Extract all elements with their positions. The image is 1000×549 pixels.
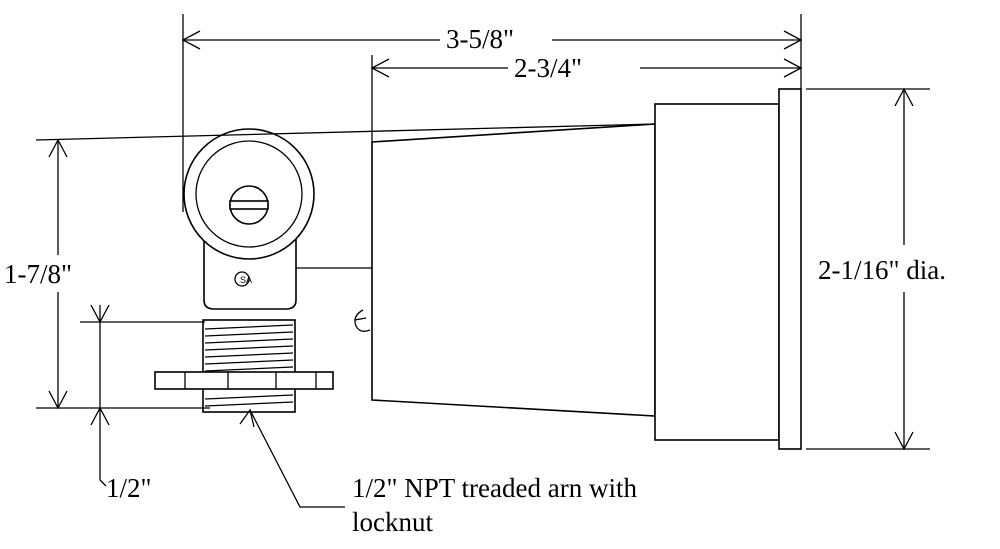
- diameter-label: 2-1/16" dia.: [818, 255, 946, 285]
- arrow-left: [181, 30, 201, 50]
- side-screw: [354, 309, 371, 332]
- housing-body: [371, 123, 656, 417]
- thread-line: [204, 345, 294, 351]
- thread-line: [204, 394, 294, 400]
- arrow-body-right: [783, 58, 803, 78]
- side-screw-slot: [354, 317, 367, 321]
- overall-length-label: 3-5/8": [446, 24, 514, 54]
- arrow-height-bottom: [48, 390, 68, 410]
- dim-overall-length: 3-5/8": [181, 14, 803, 212]
- thread-line: [204, 359, 294, 365]
- thread-line: [204, 352, 294, 358]
- thread-length-label: 1/2": [106, 473, 152, 503]
- thread-line: [204, 324, 294, 330]
- arrow-thread-bottom: [90, 406, 110, 426]
- arrow-dia-bottom: [894, 431, 914, 451]
- callout-line-2: locknut: [352, 507, 433, 537]
- callout: 1/2" NPT treaded arn with locknut: [239, 408, 637, 537]
- thread-line: [204, 331, 294, 337]
- callout-leader: [249, 409, 345, 508]
- housing: [354, 88, 802, 450]
- dim-body-length: 2-3/4": [370, 53, 803, 142]
- threaded-arm: [154, 319, 334, 413]
- lens-collar: [654, 103, 780, 441]
- csa-stamp-circle: [234, 271, 250, 287]
- swivel-mount: SA: [183, 128, 372, 310]
- thread-lines: [204, 324, 294, 407]
- thread-line: [204, 366, 294, 372]
- arrow-height-top: [48, 138, 68, 158]
- dim-diameter: 2-1/16" dia.: [806, 87, 946, 451]
- knuckle-screw-slot: [229, 200, 269, 210]
- height-label: 1-7/8": [4, 259, 72, 289]
- leader-tick: [99, 479, 107, 487]
- arrow-dia-top: [894, 87, 914, 107]
- knuckle-inner: [195, 140, 303, 248]
- dim-thread-length: 1/2": [80, 304, 205, 503]
- callout-arrow: [239, 408, 255, 428]
- ext-line-top: [35, 123, 656, 141]
- locknut: [154, 371, 334, 390]
- arrow-body-left: [370, 58, 390, 78]
- arrow-right: [783, 30, 803, 50]
- thread-line: [204, 401, 294, 407]
- thread-line: [204, 338, 294, 344]
- arrow-thread-top: [90, 304, 110, 324]
- lens-rim: [778, 88, 802, 450]
- dim-height: 1-7/8": [4, 123, 656, 410]
- csa-stamp-text: SA: [240, 275, 252, 285]
- body-length-label: 2-3/4": [514, 53, 582, 83]
- callout-line-1: 1/2" NPT treaded arn with: [352, 473, 637, 503]
